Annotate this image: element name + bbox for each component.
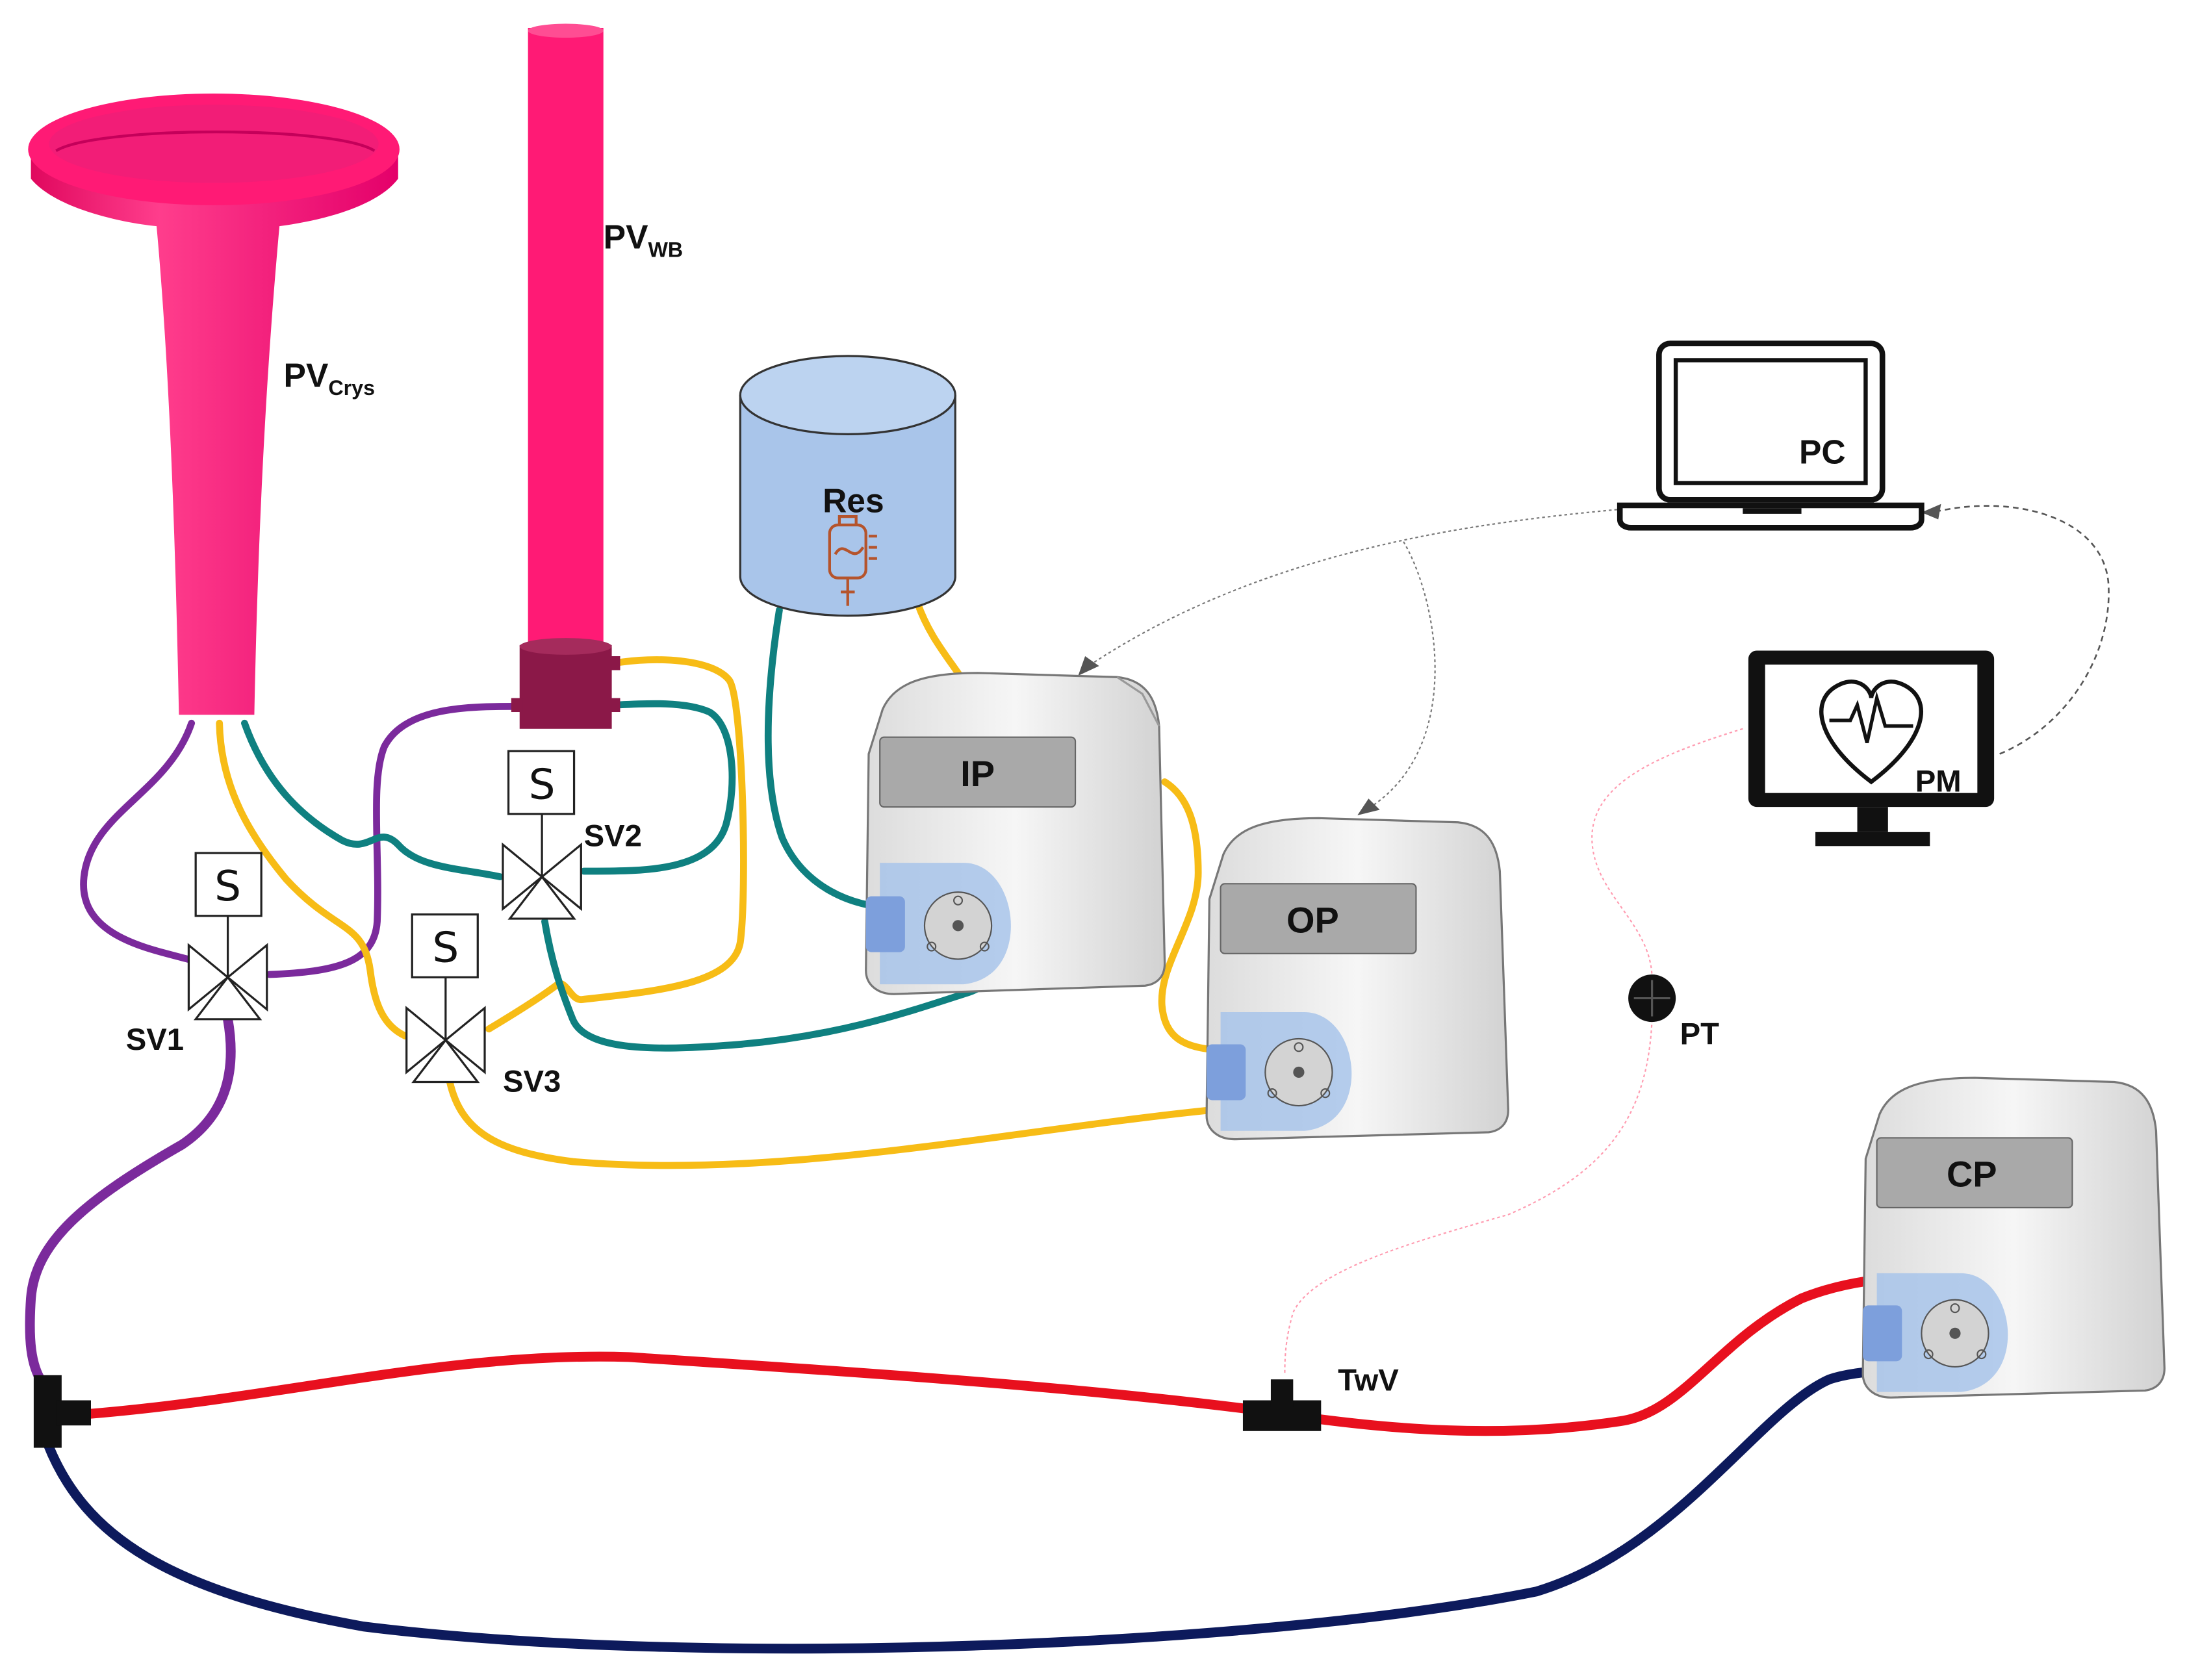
sv3-label: SV3 <box>503 1065 561 1099</box>
reservoir-top <box>739 355 956 435</box>
pm-label: PM <box>1915 765 1962 799</box>
pm-to-pc-link <box>1926 505 2110 755</box>
op-label: OP <box>1286 900 1339 941</box>
yellow-tube-sv3-to-op <box>446 1078 1216 1169</box>
pv-wb-column <box>511 23 620 729</box>
pump-cp-head <box>1863 1273 2008 1392</box>
purple-tube-sv1-to-tjunction <box>25 1014 236 1388</box>
cap-port-1 <box>609 656 620 670</box>
pump-op-head <box>1207 1012 1352 1131</box>
yellow-tube-sv3-to-wb <box>485 656 747 1033</box>
cap-port-3 <box>511 698 523 713</box>
pump-ip-head <box>865 863 1011 985</box>
pt-to-pm-signal <box>1591 728 1743 978</box>
yellow-tube-res-to-ip <box>914 600 965 681</box>
purple-tube-sv1-to-wb <box>266 703 524 978</box>
arrowhead-pc <box>1921 503 1941 520</box>
t-junction <box>33 1375 91 1448</box>
pc-to-ip-link <box>1082 509 1617 671</box>
pump-op <box>1205 817 1509 1141</box>
purple-tube-funnel-to-sv1 <box>80 719 197 964</box>
sv2-label: SV2 <box>584 819 642 853</box>
res-label: Res <box>823 482 884 520</box>
reservoir-body <box>739 395 956 617</box>
red-tube-arterial <box>79 1273 2005 1436</box>
navy-tube-venous <box>42 1365 1986 1654</box>
ecg-trace <box>1829 691 1913 743</box>
pc-label: PC <box>1799 433 1846 470</box>
heart-icon <box>1819 680 1923 785</box>
patient-monitor-icon <box>1748 650 1995 846</box>
arrowhead-ip <box>1078 656 1099 676</box>
cp-label: CP <box>1947 1154 1997 1195</box>
cap-port-2 <box>609 698 620 713</box>
pump-ip-side <box>1116 676 1160 727</box>
twv-label: TwV <box>1338 1363 1399 1397</box>
column-cap-top <box>519 638 612 655</box>
teal-tube-funnel-to-sv2 <box>241 719 504 880</box>
yellow-tube-funnel-to-sv3 <box>216 719 409 1039</box>
column-cap <box>519 644 612 729</box>
laptop-icon <box>1617 340 1925 531</box>
funnel-opening <box>49 105 379 183</box>
funnel-inner-shade <box>55 130 376 152</box>
column-top <box>528 23 604 38</box>
funnel-body <box>31 151 398 715</box>
sv1-valve <box>187 852 268 1021</box>
sv2-solenoid-s: S <box>529 760 556 809</box>
ip-label: IP <box>960 753 995 794</box>
pv-crys-label: PVCrys <box>284 356 375 400</box>
pump-cp <box>1861 1076 2166 1399</box>
arrowhead-op <box>1357 798 1380 816</box>
pump-ip <box>865 672 1166 995</box>
sv2-valve <box>502 750 582 920</box>
sv3-valve <box>405 913 486 1084</box>
teal-tube-sv2-to-wb <box>580 700 736 875</box>
two-way-valve <box>1242 1379 1322 1431</box>
pump-cp-panel <box>1876 1137 2073 1208</box>
sv1-label: SV1 <box>126 1023 184 1057</box>
sv3-solenoid-s: S <box>432 924 459 973</box>
pv-crys-funnel <box>28 93 400 715</box>
pt-label: PT <box>1680 1017 1720 1051</box>
pc-to-op-link <box>1361 541 1436 813</box>
pump-ip-panel <box>879 736 1077 808</box>
pump-op-panel <box>1220 883 1417 954</box>
iv-bag-icon <box>828 515 877 606</box>
column-body <box>528 27 604 668</box>
pv-wb-label: PVWB <box>604 218 683 262</box>
reservoir <box>739 355 956 617</box>
pressure-transducer <box>1628 974 1676 1023</box>
sv1-solenoid-s: S <box>214 862 241 911</box>
signal-lines <box>1078 503 2110 1375</box>
